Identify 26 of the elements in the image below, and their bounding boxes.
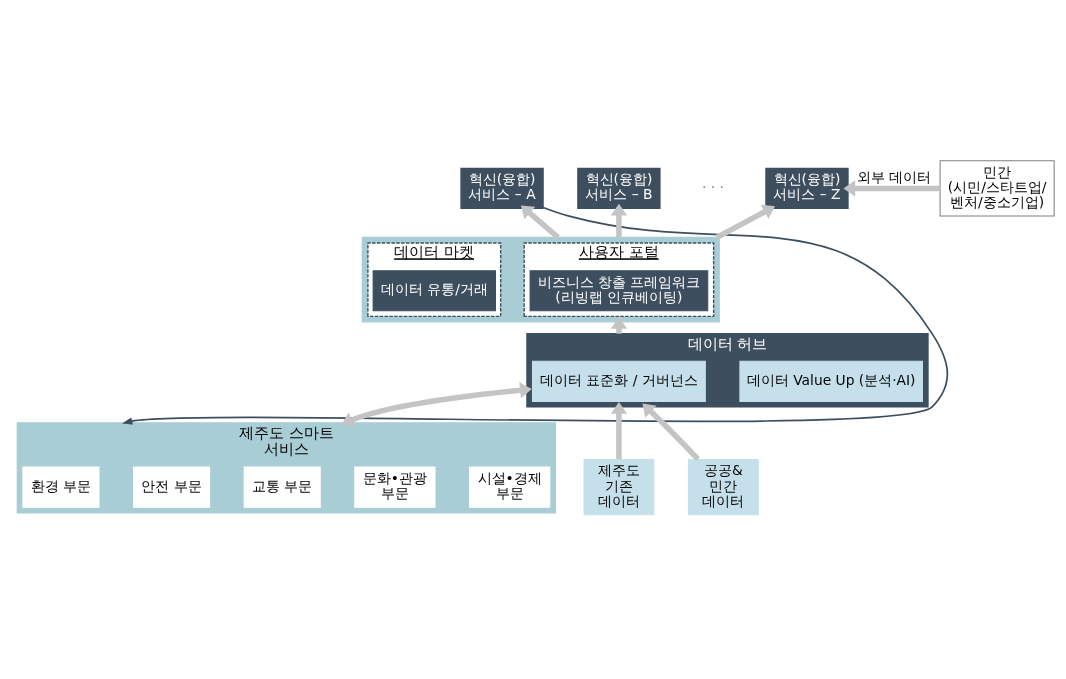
- node-box: 혁신(융합) 서비스 – Z: [765, 167, 849, 209]
- node-box: 제주도 기존 데이터: [583, 458, 655, 516]
- label: · · ·: [701, 178, 724, 195]
- cluster: [361, 236, 720, 323]
- edge-label: 외부 데이터: [856, 169, 932, 186]
- node-box: 민간 (시민/스타트업/ 벤처/중소기업): [939, 160, 1055, 217]
- arrow: [341, 382, 532, 428]
- arrow: [642, 403, 700, 462]
- node-box: 혁신(융합) 서비스 – B: [577, 167, 661, 209]
- arrow: [122, 206, 949, 425]
- arrow: [610, 402, 628, 460]
- arrow: [610, 203, 628, 238]
- arrow: [520, 205, 560, 240]
- node-box: 환경 부문: [22, 466, 100, 508]
- arrow: [843, 180, 941, 197]
- node-box: 데이터 Value Up (분석·AI): [739, 360, 923, 402]
- arrow: [715, 204, 775, 240]
- node-box: 비즈니스 창출 프레임워크 (리빙랩 인큐베이팅): [529, 270, 709, 312]
- node-box: 데이터 유통/거래: [372, 270, 496, 312]
- node-box: 문화•관광 부문: [354, 466, 436, 508]
- node-box: 데이터 표준화 / 거버넌스: [531, 360, 706, 402]
- node-box: 시설•경제 부문: [469, 466, 551, 508]
- node-box: 교통 부문: [243, 466, 321, 508]
- node-box: 혁신(융합) 서비스 – A: [460, 167, 544, 209]
- node-box: 공공& 민간 데이터: [687, 458, 759, 516]
- node-box: 안전 부문: [133, 466, 211, 508]
